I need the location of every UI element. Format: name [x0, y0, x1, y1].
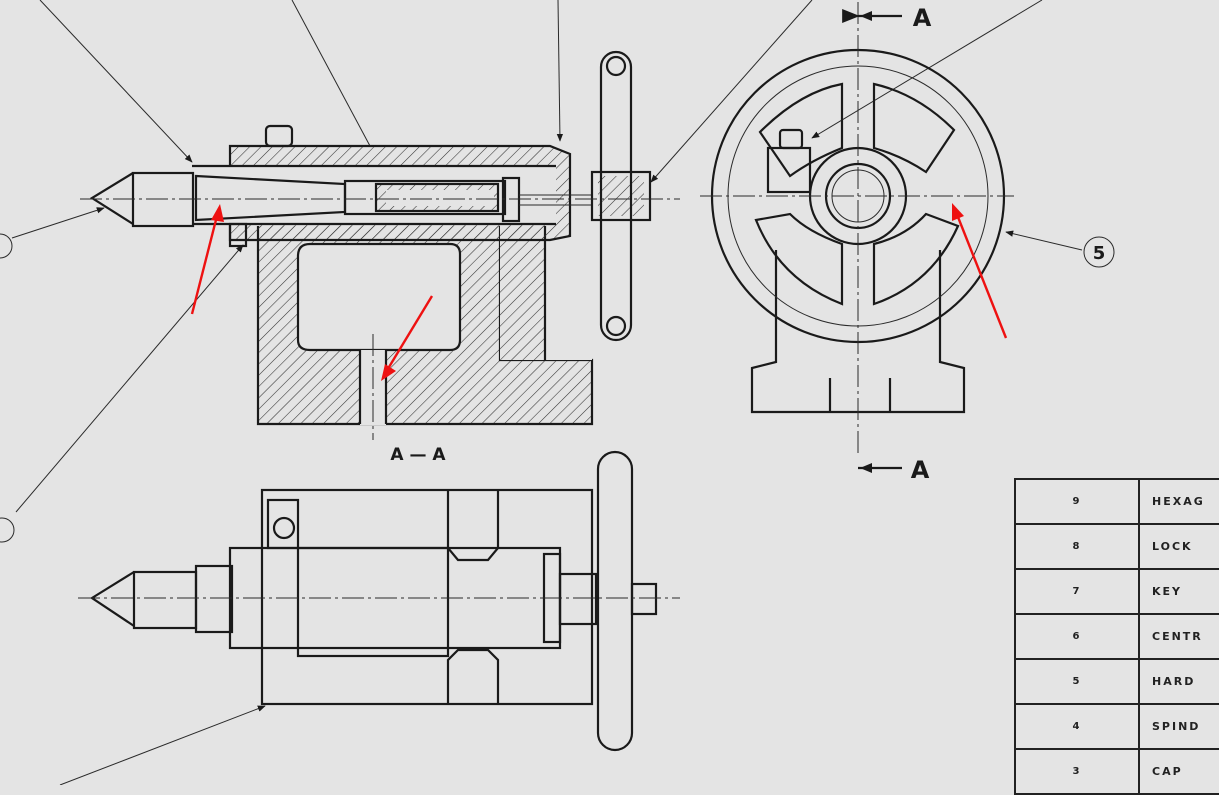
leader-line — [291, 0, 371, 147]
base-plan — [260, 488, 594, 706]
section-marker-arrowhead — [860, 463, 872, 473]
spoke-window — [872, 82, 956, 174]
leader-line — [1005, 230, 1083, 251]
leader-lines — [11, 0, 1083, 786]
part-description: LOCK — [1138, 523, 1219, 570]
screw-outline — [374, 182, 500, 213]
lock-plan — [266, 498, 300, 550]
leader-line — [556, 0, 564, 142]
red-arrowhead — [211, 204, 224, 222]
section-marker-arrowhead — [860, 11, 872, 21]
red-arrowhead — [381, 364, 396, 381]
centre-plan-body — [132, 570, 198, 630]
handwheel-plan — [596, 450, 634, 752]
red-annotations — [190, 203, 1008, 381]
leader-line — [39, 0, 193, 163]
spoke-window — [872, 212, 960, 306]
barrel-bore — [192, 166, 556, 224]
balloon-5 — [1083, 236, 1115, 268]
base-plan-pocket — [296, 546, 450, 658]
red-arrowhead — [952, 203, 964, 221]
balloon-number: 5 — [1093, 243, 1106, 264]
nut-plan — [630, 582, 658, 616]
leader-line — [811, 0, 1043, 139]
part-description: HEXAG — [1138, 478, 1219, 525]
part-no: 9 — [1014, 478, 1140, 525]
base-plan-slot — [446, 490, 500, 562]
spindle-plan — [194, 564, 234, 634]
red-arrow — [384, 295, 434, 373]
lock-plan-bolt — [272, 516, 296, 540]
screw-plan — [558, 572, 598, 626]
red-arrow — [954, 211, 1008, 339]
lock-bolt-head — [264, 124, 294, 148]
part-description: SPIND — [1138, 703, 1219, 750]
leader-line — [11, 207, 105, 239]
handwheel-rim — [599, 50, 633, 342]
base-plan-slot — [446, 648, 500, 704]
lock-bolt — [778, 128, 804, 150]
part-description: KEY — [1138, 568, 1219, 615]
centre-plan-point — [89, 571, 135, 627]
hexagon-nut — [590, 170, 652, 222]
dead-centre-point — [89, 172, 134, 225]
screw-core — [386, 190, 494, 206]
handwheel-boss — [605, 315, 627, 337]
leader-line — [15, 244, 244, 513]
leader-line — [59, 705, 266, 786]
base-rib — [500, 226, 545, 360]
plan-view — [78, 450, 680, 752]
part-description: HARD — [1138, 658, 1219, 705]
part-no: 6 — [1014, 613, 1140, 660]
part-no: 5 — [1014, 658, 1140, 705]
hexagon-nut-hatch — [598, 176, 644, 216]
part-description: CENTR — [1138, 613, 1219, 660]
section-label: A — A — [390, 445, 446, 465]
end-view: A A 5 — [700, 2, 1115, 484]
section-view: A — A — [80, 50, 680, 465]
part-no: 3 — [1014, 748, 1140, 795]
balloon-partial — [0, 517, 15, 543]
key — [228, 222, 248, 248]
part-no: 4 — [1014, 703, 1140, 750]
section-marker-bottom: A — [911, 456, 930, 484]
handwheel-boss — [605, 55, 627, 77]
spoke-window — [758, 82, 844, 178]
spoke-window — [754, 212, 844, 306]
part-description: CAP — [1138, 748, 1219, 795]
red-arrow — [190, 211, 220, 315]
balloon-partial — [0, 233, 13, 259]
base-cavity — [296, 242, 462, 352]
part-no: 7 — [1014, 568, 1140, 615]
part-no: 8 — [1014, 523, 1140, 570]
spindle — [343, 179, 507, 216]
section-marker-top: A — [913, 4, 932, 32]
leader-line — [650, 0, 813, 183]
